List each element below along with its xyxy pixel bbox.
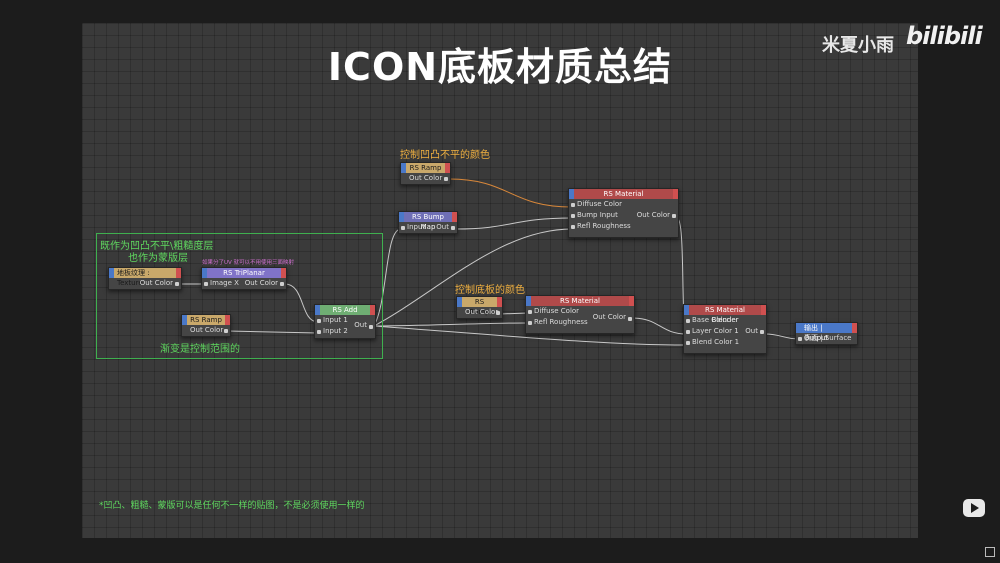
node-texture[interactable]: 地板纹理 : Texture Out Color <box>108 267 182 290</box>
input-port[interactable] <box>317 319 321 323</box>
port-label: Out Color <box>592 313 626 321</box>
port-label: Out Color <box>409 174 443 182</box>
page-title: ICON底板材质总结 <box>327 45 673 89</box>
output-port[interactable] <box>628 317 632 321</box>
port-label: Input <box>407 223 426 231</box>
node-port-row[interactable]: Base Color <box>684 315 766 326</box>
node-header: RS Bump Map <box>399 212 457 231</box>
node-ramp-left[interactable]: RS Ramp Out Color <box>181 314 231 337</box>
input-port[interactable] <box>204 282 208 286</box>
output-port[interactable] <box>224 329 228 333</box>
node-port-row[interactable]: Diffuse Color <box>569 199 678 210</box>
input-port[interactable] <box>798 337 802 341</box>
node-port-row[interactable]: Out Color <box>401 173 450 184</box>
annotation-group-line1: 既作为凹凸不平\粗糙度层 <box>100 241 214 252</box>
input-port[interactable] <box>571 214 575 218</box>
node-ramp-mid[interactable]: RS Ramp Out Color <box>456 296 503 319</box>
annotation-base-color: 控制底板的颜色 <box>455 285 525 296</box>
input-port[interactable] <box>401 226 405 230</box>
node-header: 地板纹理 : Texture <box>109 268 181 287</box>
node-header: RS Ramp <box>401 163 450 173</box>
fullscreen-icon[interactable] <box>985 547 995 557</box>
annotation-uv-hint: 如果分了UV 就可以不用使用三面映射 <box>202 260 295 266</box>
output-port[interactable] <box>369 325 373 329</box>
author-watermark: 米夏小雨 <box>822 35 894 56</box>
node-header: 输出 | Output <box>796 323 857 342</box>
node-bump-map[interactable]: RS Bump Map Input Out <box>398 211 458 234</box>
node-header: RS Material <box>526 296 634 306</box>
port-label: Out <box>436 223 449 231</box>
node-port-row[interactable]: Input 2 <box>315 326 375 337</box>
annotation-bump-color: 控制凹凸不平的颜色 <box>400 150 490 161</box>
node-port-row[interactable]: Refl Roughness <box>526 317 634 328</box>
node-material-blender[interactable]: RS Material Blender Base Color Layer Col… <box>683 304 767 354</box>
annotation-group-line2: 也作为蒙版层 <box>128 253 188 264</box>
input-port[interactable] <box>571 203 575 207</box>
port-label: Out Color <box>139 279 173 287</box>
port-label: Image X <box>210 279 239 287</box>
port-label: Input 1 <box>323 316 348 324</box>
port-label: 表面 | Surface <box>804 334 852 342</box>
input-port[interactable] <box>686 341 690 345</box>
annotation-ramp-hint: 渐变是控制范围的 <box>160 344 240 355</box>
node-header: RS Add <box>315 305 375 315</box>
port-label: Out <box>745 327 758 335</box>
node-material-top[interactable]: RS Material Diffuse Color Bump Input Out … <box>568 188 679 238</box>
node-material-mid[interactable]: RS Material Diffuse Color Refl Roughness… <box>525 295 635 334</box>
node-port-row[interactable]: Bump Input Out Color <box>569 210 678 221</box>
port-label: Diffuse Color <box>577 200 623 208</box>
port-label: Blend Color 1 <box>692 338 740 346</box>
node-port-row[interactable]: Image X Out Color <box>202 278 286 289</box>
port-label: Refl Roughness <box>534 318 588 326</box>
port-label: Out Color <box>190 326 224 334</box>
node-port-row[interactable]: Input Out <box>399 222 457 233</box>
port-label: Layer Color 1 <box>692 327 739 335</box>
node-header: RS Ramp <box>457 297 502 316</box>
port-label: Out Color <box>465 308 499 316</box>
port-label: Diffuse Color <box>534 307 580 315</box>
port-label: Bump Input <box>577 211 618 219</box>
node-port-row[interactable]: Blend Color 1 <box>684 337 766 348</box>
output-port[interactable] <box>496 311 500 315</box>
port-label: Refl Roughness <box>577 222 631 230</box>
input-port[interactable] <box>686 319 690 323</box>
port-label: Out <box>354 321 367 329</box>
input-port[interactable] <box>528 310 532 314</box>
video-play-icon[interactable] <box>963 499 985 517</box>
node-port-row[interactable]: Input 1 <box>315 315 375 326</box>
output-port[interactable] <box>444 177 448 181</box>
node-ramp-top[interactable]: RS Ramp Out Color <box>400 162 451 185</box>
node-port-row[interactable]: Layer Color 1 Out <box>684 326 766 337</box>
node-header: RS Material <box>569 189 678 199</box>
output-port[interactable] <box>760 330 764 334</box>
input-port[interactable] <box>571 225 575 229</box>
node-triplanar[interactable]: RS TriPlanar Image X Out Color <box>201 267 287 290</box>
input-port[interactable] <box>317 330 321 334</box>
node-header: RS TriPlanar <box>202 268 286 278</box>
footnote: *凹凸、粗糙、蒙版可以是任何不一样的贴图，不是必须使用一样的 <box>99 501 365 511</box>
port-label: Out Color <box>636 211 670 219</box>
port-label: Input 2 <box>323 327 348 335</box>
input-port[interactable] <box>528 321 532 325</box>
output-port[interactable] <box>280 282 284 286</box>
port-label: Base Color <box>692 316 730 324</box>
group-frame <box>96 233 383 359</box>
output-port[interactable] <box>175 282 179 286</box>
node-header: RS Material Blender <box>684 305 766 324</box>
node-port-row[interactable]: Out Color <box>457 307 502 318</box>
node-add[interactable]: RS Add Input 1 Input 2 Out <box>314 304 376 339</box>
port-label: Out Color <box>244 279 278 287</box>
node-header: RS Ramp <box>182 315 230 325</box>
output-port[interactable] <box>672 214 676 218</box>
site-logo: bilibili <box>906 22 983 50</box>
node-port-row[interactable]: Diffuse Color <box>526 306 634 317</box>
input-port[interactable] <box>686 330 690 334</box>
node-port-row[interactable]: Refl Roughness <box>569 221 678 232</box>
node-port-row[interactable]: Out Color <box>109 278 181 289</box>
node-output[interactable]: 输出 | Output 表面 | Surface <box>795 322 858 345</box>
node-port-row[interactable]: 表面 | Surface <box>796 333 857 344</box>
node-port-row[interactable]: Out Color <box>182 325 230 336</box>
output-port[interactable] <box>451 226 455 230</box>
